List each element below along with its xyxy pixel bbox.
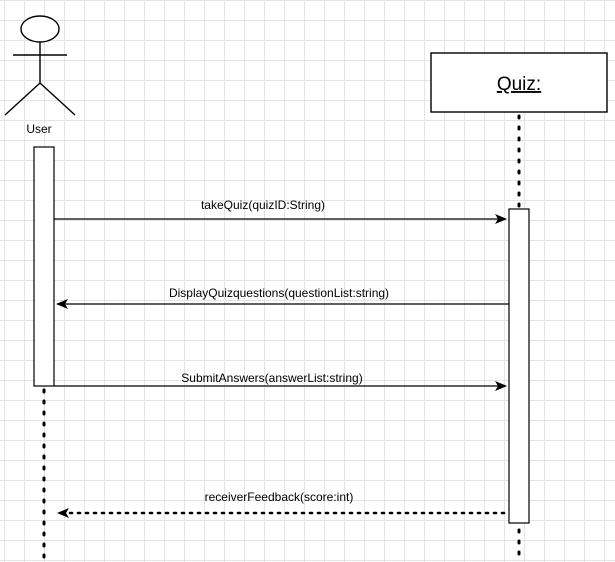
message-label: receiverFeedback(score:int) [205,490,354,504]
user-activation-bar[interactable] [33,146,55,387]
actor-right-leg [39,82,76,116]
message-take-quiz[interactable]: takeQuiz(quizID:String) [54,198,507,224]
actor-name: User [26,122,51,136]
user-actor[interactable]: User [4,15,76,136]
message-receiver-feedback[interactable]: receiverFeedback(score:int) [56,490,506,518]
quiz-activation-bar[interactable] [508,208,530,524]
message-label: takeQuiz(quizID:String) [201,198,325,212]
message-display-quiz-questions[interactable]: DisplayQuizquestions(questionList:string… [56,286,509,309]
actor-head [20,15,60,43]
message-submit-answers[interactable]: SubmitAnswers(answerList:string) [54,371,507,391]
actor-left-leg [4,82,41,116]
message-label: DisplayQuizquestions(questionList:string… [169,286,389,300]
quiz-object-title: Quiz: [497,74,541,95]
quiz-object[interactable]: Quiz: [430,52,608,113]
message-label: SubmitAnswers(answerList:string) [181,371,362,385]
quiz-object-box [430,52,608,113]
